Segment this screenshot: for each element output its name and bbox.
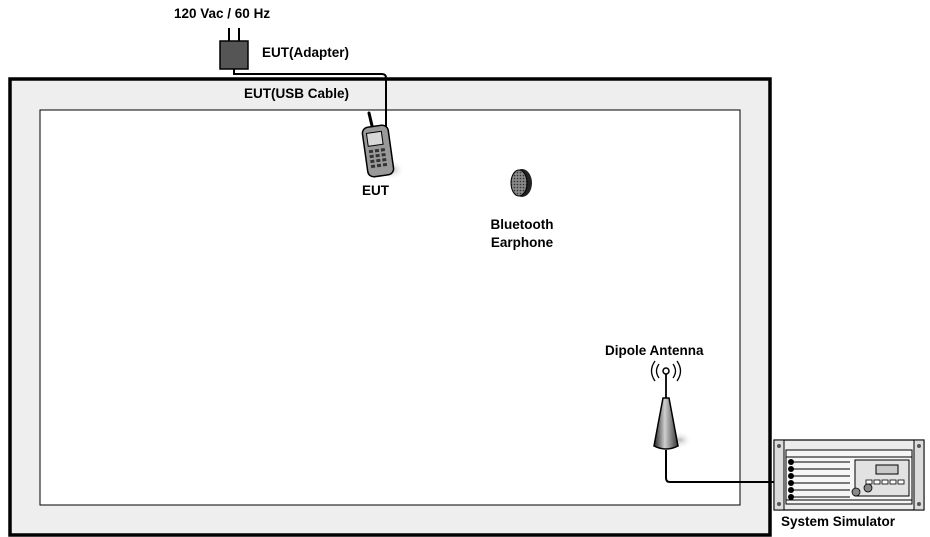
eut-label: EUT bbox=[362, 183, 389, 198]
power-supply-label: 120 Vac / 60 Hz bbox=[174, 6, 271, 21]
usb-cable bbox=[233, 69, 387, 130]
bluetooth-earphone-icon bbox=[510, 169, 532, 197]
usb-cable-label: EUT(USB Cable) bbox=[244, 86, 350, 101]
earphone-label-line2: Earphone bbox=[490, 235, 554, 250]
antenna-label: Dipole Antenna bbox=[605, 343, 704, 358]
earphone-label: Bluetooth Earphone bbox=[462, 217, 582, 251]
power-adapter-icon bbox=[219, 28, 249, 70]
dipole-antenna-icon bbox=[650, 360, 692, 450]
adapter-label: EUT(Adapter) bbox=[262, 45, 349, 60]
system-simulator-icon bbox=[773, 439, 925, 511]
rf-cable bbox=[665, 450, 788, 483]
simulator-label: System Simulator bbox=[781, 514, 896, 529]
mobile-phone-icon bbox=[361, 111, 405, 180]
earphone-label-line1: Bluetooth bbox=[490, 217, 554, 232]
